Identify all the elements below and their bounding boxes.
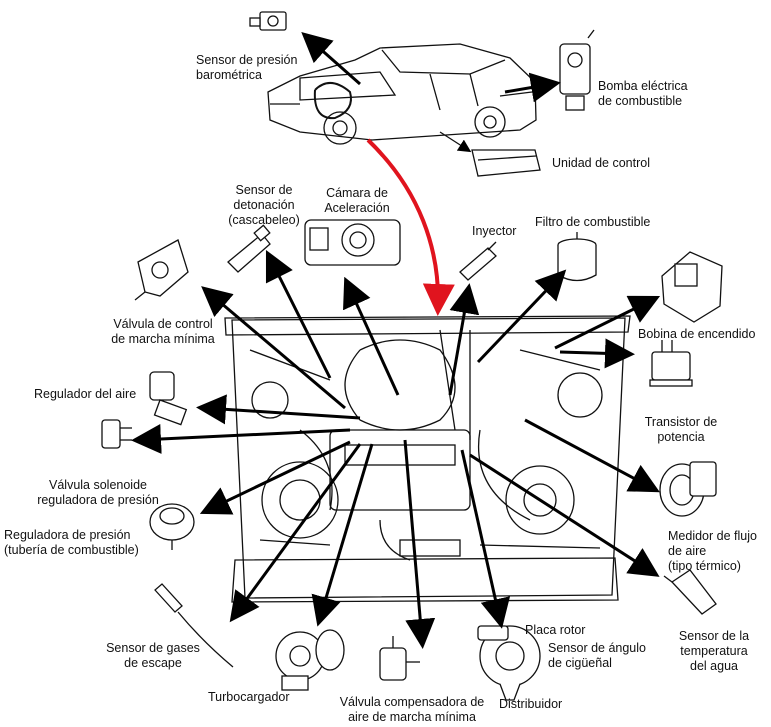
car-icon	[267, 43, 537, 145]
idle-valve-icon	[134, 239, 189, 301]
fuel-filter-icon	[557, 232, 597, 282]
label-baro-sensor: Sensor de presión barométrica	[196, 53, 298, 82]
pump-arrow	[504, 72, 561, 103]
coolant-sensor-icon	[663, 569, 717, 615]
distributor-arrow	[460, 449, 511, 629]
label-fuel-pump: Bomba eléctrica de combustible	[598, 79, 688, 108]
throttle-arrow	[343, 276, 400, 396]
label-turbocharger: Turbocargador	[208, 690, 290, 704]
filter-arrow	[476, 269, 567, 364]
injector-icon	[459, 241, 497, 281]
pressure-regulator-icon	[149, 503, 195, 550]
idle-arrow	[201, 286, 346, 410]
label-power-transistor: Transistor de potencia	[644, 415, 718, 444]
label-throttle-body: Cámara de Aceleración	[324, 186, 390, 215]
label-idle-valve: Válvula de control de marcha mínima	[111, 317, 215, 346]
coolant-arrow	[469, 453, 660, 577]
baro-arrow	[301, 32, 361, 86]
solenoid-valve-icon	[101, 419, 132, 449]
turbo-icon	[275, 629, 345, 691]
o2-arrow	[229, 443, 362, 623]
knock-sensor-icon	[227, 224, 271, 273]
maf-sensor-icon	[659, 461, 717, 517]
solenoid-arrow	[131, 424, 351, 454]
label-idle-comp-valve: Válvula compensadora de aire de marcha m…	[339, 695, 485, 724]
turbo-arrow	[311, 443, 374, 627]
engine-bay-icon	[224, 315, 631, 603]
label-ignition-coil: Bobina de encendido	[638, 327, 756, 341]
idle-comp-arrow	[403, 439, 436, 649]
baro-sensor-icon	[249, 11, 287, 31]
coil-arrow	[554, 295, 661, 350]
highlight-arrow	[366, 138, 455, 316]
label-maf-sensor: Medidor de flujo de aire (tipo térmico)	[668, 529, 757, 573]
label-distributor: Distribuidor	[499, 697, 563, 711]
fuel-reg-arrow	[199, 440, 351, 515]
label-pressure-regulator: Reguladora de presión (tubería de combus…	[4, 528, 139, 557]
transistor-arrow	[559, 338, 635, 369]
label-fuel-filter: Filtro de combustible	[535, 215, 651, 229]
label-rotor-plate: Placa rotor	[525, 623, 586, 637]
label-crank-sensor: Sensor de ángulo de cigüeñal	[548, 641, 646, 670]
label-o2-sensor: Sensor de gases de escape	[106, 641, 200, 670]
power-transistor-icon	[649, 340, 693, 387]
label-knock-sensor: Sensor de detonación (cascabeleo)	[228, 183, 300, 227]
label-coolant-sensor: Sensor de la temperatura del agua	[678, 629, 750, 673]
maf-arrow	[524, 418, 660, 493]
ecu-wire-arrow	[439, 131, 472, 153]
label-injector: Inyector	[472, 224, 517, 238]
throttle-body-icon	[304, 219, 401, 266]
label-ecu: Unidad de control	[552, 156, 650, 170]
air-reg-arrow	[196, 394, 361, 425]
label-air-regulator: Regulador del aire	[34, 387, 137, 401]
fuel-pump-icon	[559, 29, 595, 111]
injector-arrow	[448, 283, 480, 396]
ignition-coil-icon	[661, 251, 723, 323]
o2-sensor-icon	[154, 583, 234, 668]
idle-comp-valve-icon	[379, 636, 420, 681]
distributor-icon	[477, 625, 541, 701]
ecu-icon	[471, 149, 541, 177]
air-regulator-icon	[149, 371, 188, 426]
knock-arrow	[265, 249, 332, 379]
label-solenoid-valve: Válvula solenoide reguladora de presión	[37, 478, 159, 507]
